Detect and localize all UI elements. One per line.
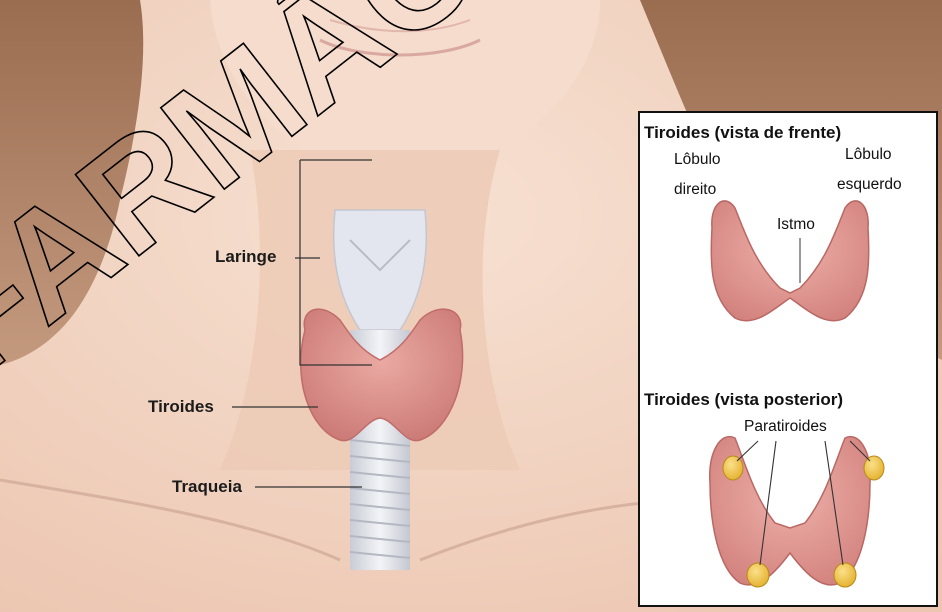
- thyroid-label: Tiroides: [148, 397, 214, 417]
- parathyroid-upper-left: [723, 456, 743, 480]
- left-lobe-label-2: esquerdo: [837, 176, 902, 194]
- posterior-view-title: Tiroides (vista posterior): [644, 390, 843, 410]
- parathyroid-lower-left: [747, 563, 769, 587]
- right-lobe-label-2: direito: [674, 181, 716, 199]
- front-view-title: Tiroides (vista de frente): [644, 123, 841, 143]
- isthmus-label: Istmo: [777, 216, 815, 234]
- parathyroids-label: Paratiroides: [744, 418, 827, 436]
- right-lobe-label-1: Lôbulo: [674, 151, 721, 169]
- parathyroid-lower-right: [834, 563, 856, 587]
- thyroid-views-panel: Tiroides (vista de frente) Lôbulo direit…: [638, 111, 938, 607]
- larynx-label: Laringe: [215, 247, 276, 267]
- trachea-label: Traqueia: [172, 477, 242, 497]
- left-lobe-label-1: Lôbulo: [845, 146, 892, 164]
- parathyroid-upper-right: [864, 456, 884, 480]
